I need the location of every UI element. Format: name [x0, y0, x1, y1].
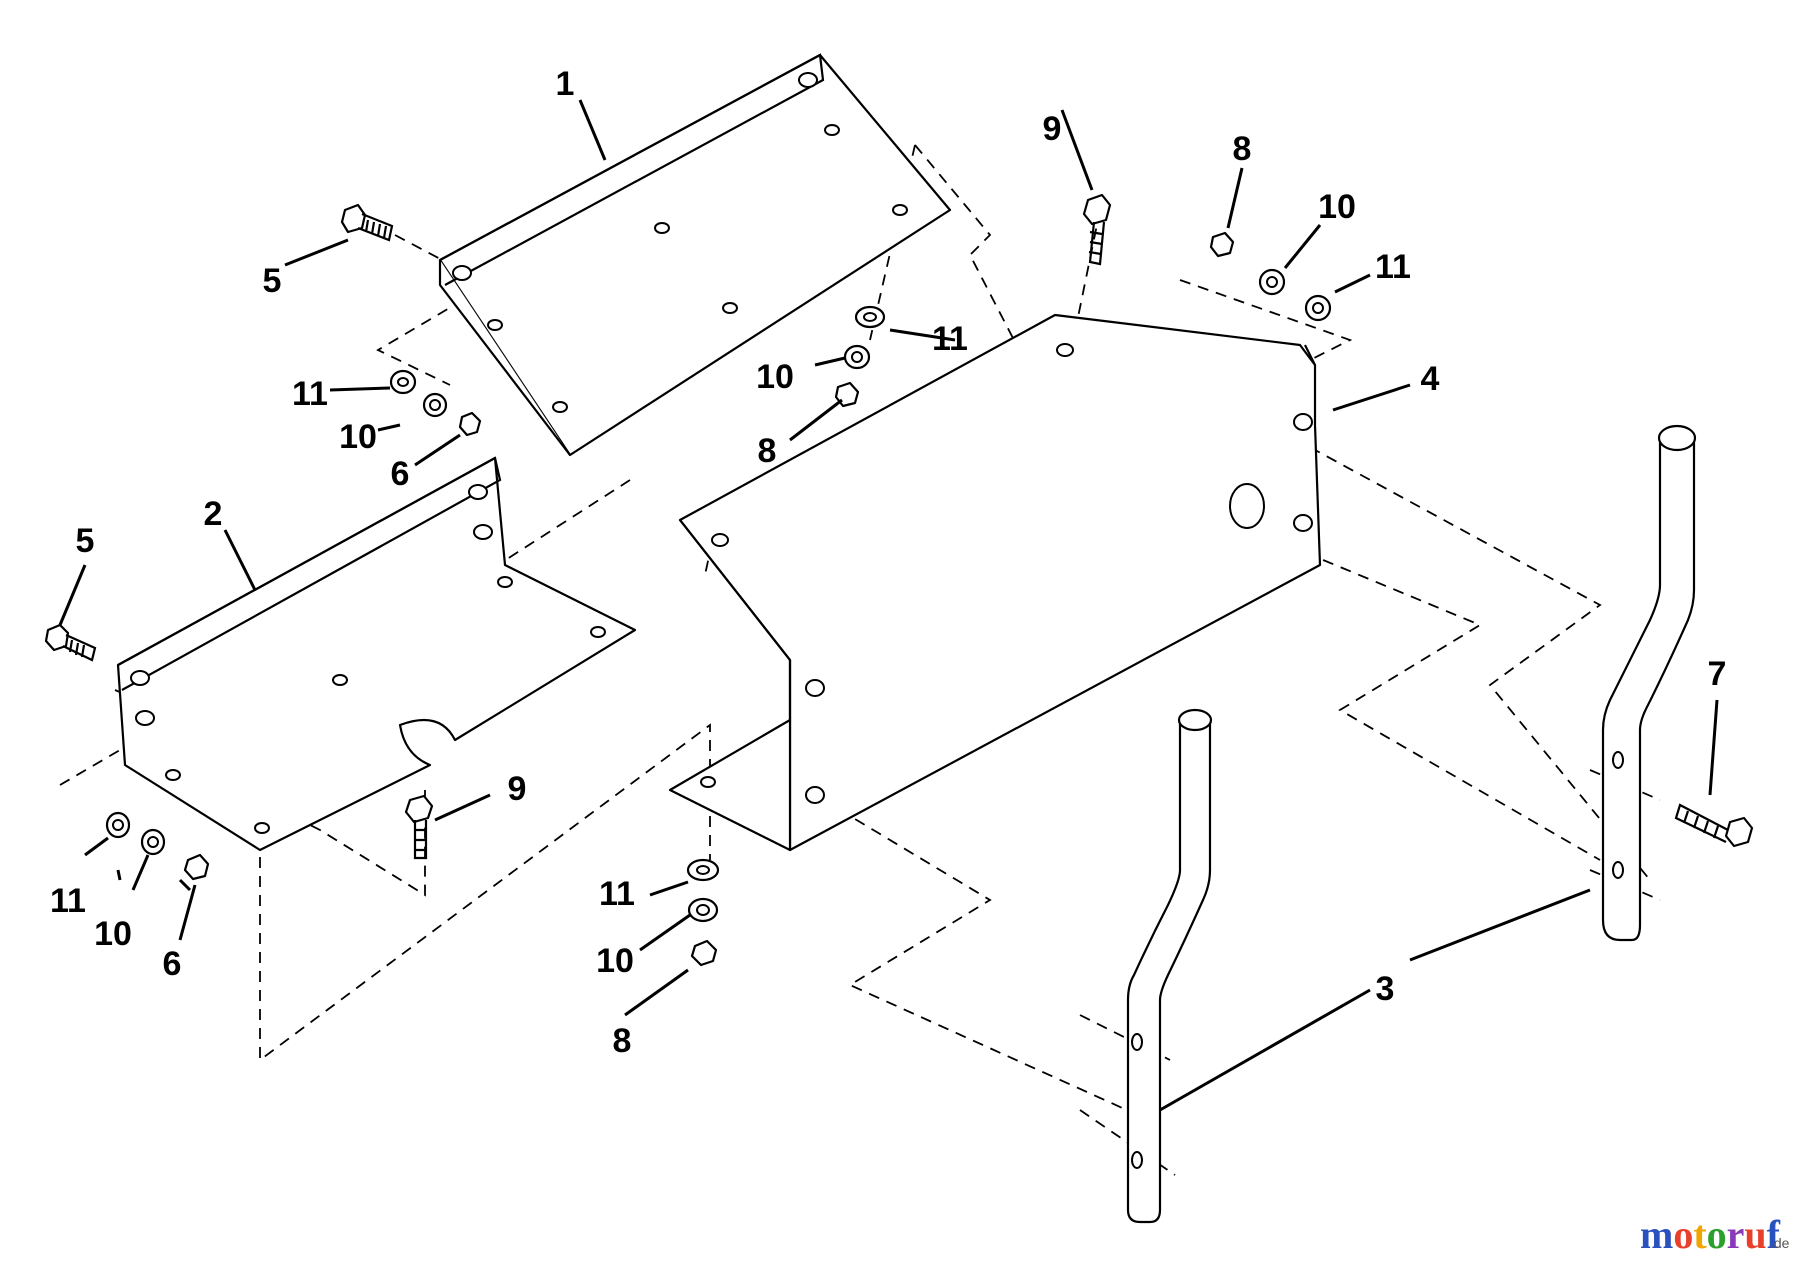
callout-11-left-top: 11 — [292, 375, 328, 413]
watermark-letter: f — [1767, 1212, 1781, 1257]
callout-11-right: 11 — [1375, 248, 1411, 286]
watermark-suffix: .de — [1770, 1235, 1790, 1251]
callout-8-bottom: 8 — [613, 1022, 632, 1060]
watermark-letter: t — [1693, 1212, 1707, 1257]
callout-7: 7 — [1708, 655, 1727, 693]
callout-3: 3 — [1376, 970, 1395, 1008]
callout-10-left-top: 10 — [339, 418, 377, 456]
callout-8-top: 8 — [1233, 130, 1252, 168]
callout-6-top: 6 — [391, 455, 410, 493]
callout-9-top: 9 — [1043, 110, 1062, 148]
callout-labels: 1 2 3 4 5 5 6 6 7 8 8 8 9 9 10 10 10 10 … — [76, 65, 1727, 1060]
callout-1: 1 — [556, 65, 575, 103]
leader-lines — [58, 99, 1719, 1112]
callout-10-middle: 10 — [756, 358, 794, 396]
callout-4: 4 — [1421, 360, 1440, 398]
callout-10-left: 10 — [94, 915, 132, 953]
bolt-9-bottom — [404, 794, 434, 860]
part-1-bracket — [438, 53, 952, 457]
callout-6-left: 6 — [163, 945, 182, 983]
part-4-channel — [668, 313, 1322, 852]
callout-5-left: 5 — [76, 522, 95, 560]
svg-text:motoruf: motoruf — [1640, 1212, 1781, 1257]
callout-labels-left: 11 10 — [50, 882, 132, 953]
watermark-letter: u — [1744, 1212, 1766, 1257]
bolt-7 — [1674, 803, 1754, 848]
watermark-logo: motoruf .de — [1640, 1212, 1790, 1257]
callout-2: 2 — [204, 495, 223, 533]
washers-and-nuts — [105, 231, 1332, 967]
callout-8-middle: 8 — [758, 432, 777, 470]
bolt-5-top — [340, 203, 394, 242]
callout-11-bottom: 11 — [599, 875, 635, 913]
watermark-letter: r — [1727, 1212, 1745, 1257]
callout-11-middle: 11 — [932, 320, 968, 358]
callout-9-bottom: 9 — [508, 770, 527, 808]
bolt-5-left — [44, 623, 97, 662]
watermark-letter: o — [1673, 1212, 1693, 1257]
watermark-letter: m — [1640, 1212, 1673, 1257]
part-3-tube-right — [1601, 424, 1697, 942]
callout-10-bottom: 10 — [596, 942, 634, 980]
callout-5-top: 5 — [263, 262, 282, 300]
callout-11-left: 11 — [50, 882, 86, 920]
watermark-letter: o — [1707, 1212, 1727, 1257]
bolt-9-top — [1082, 193, 1112, 266]
part-3-tube-left — [1126, 708, 1213, 1224]
callout-10-right: 10 — [1318, 188, 1356, 226]
part-2-bracket — [116, 456, 637, 852]
